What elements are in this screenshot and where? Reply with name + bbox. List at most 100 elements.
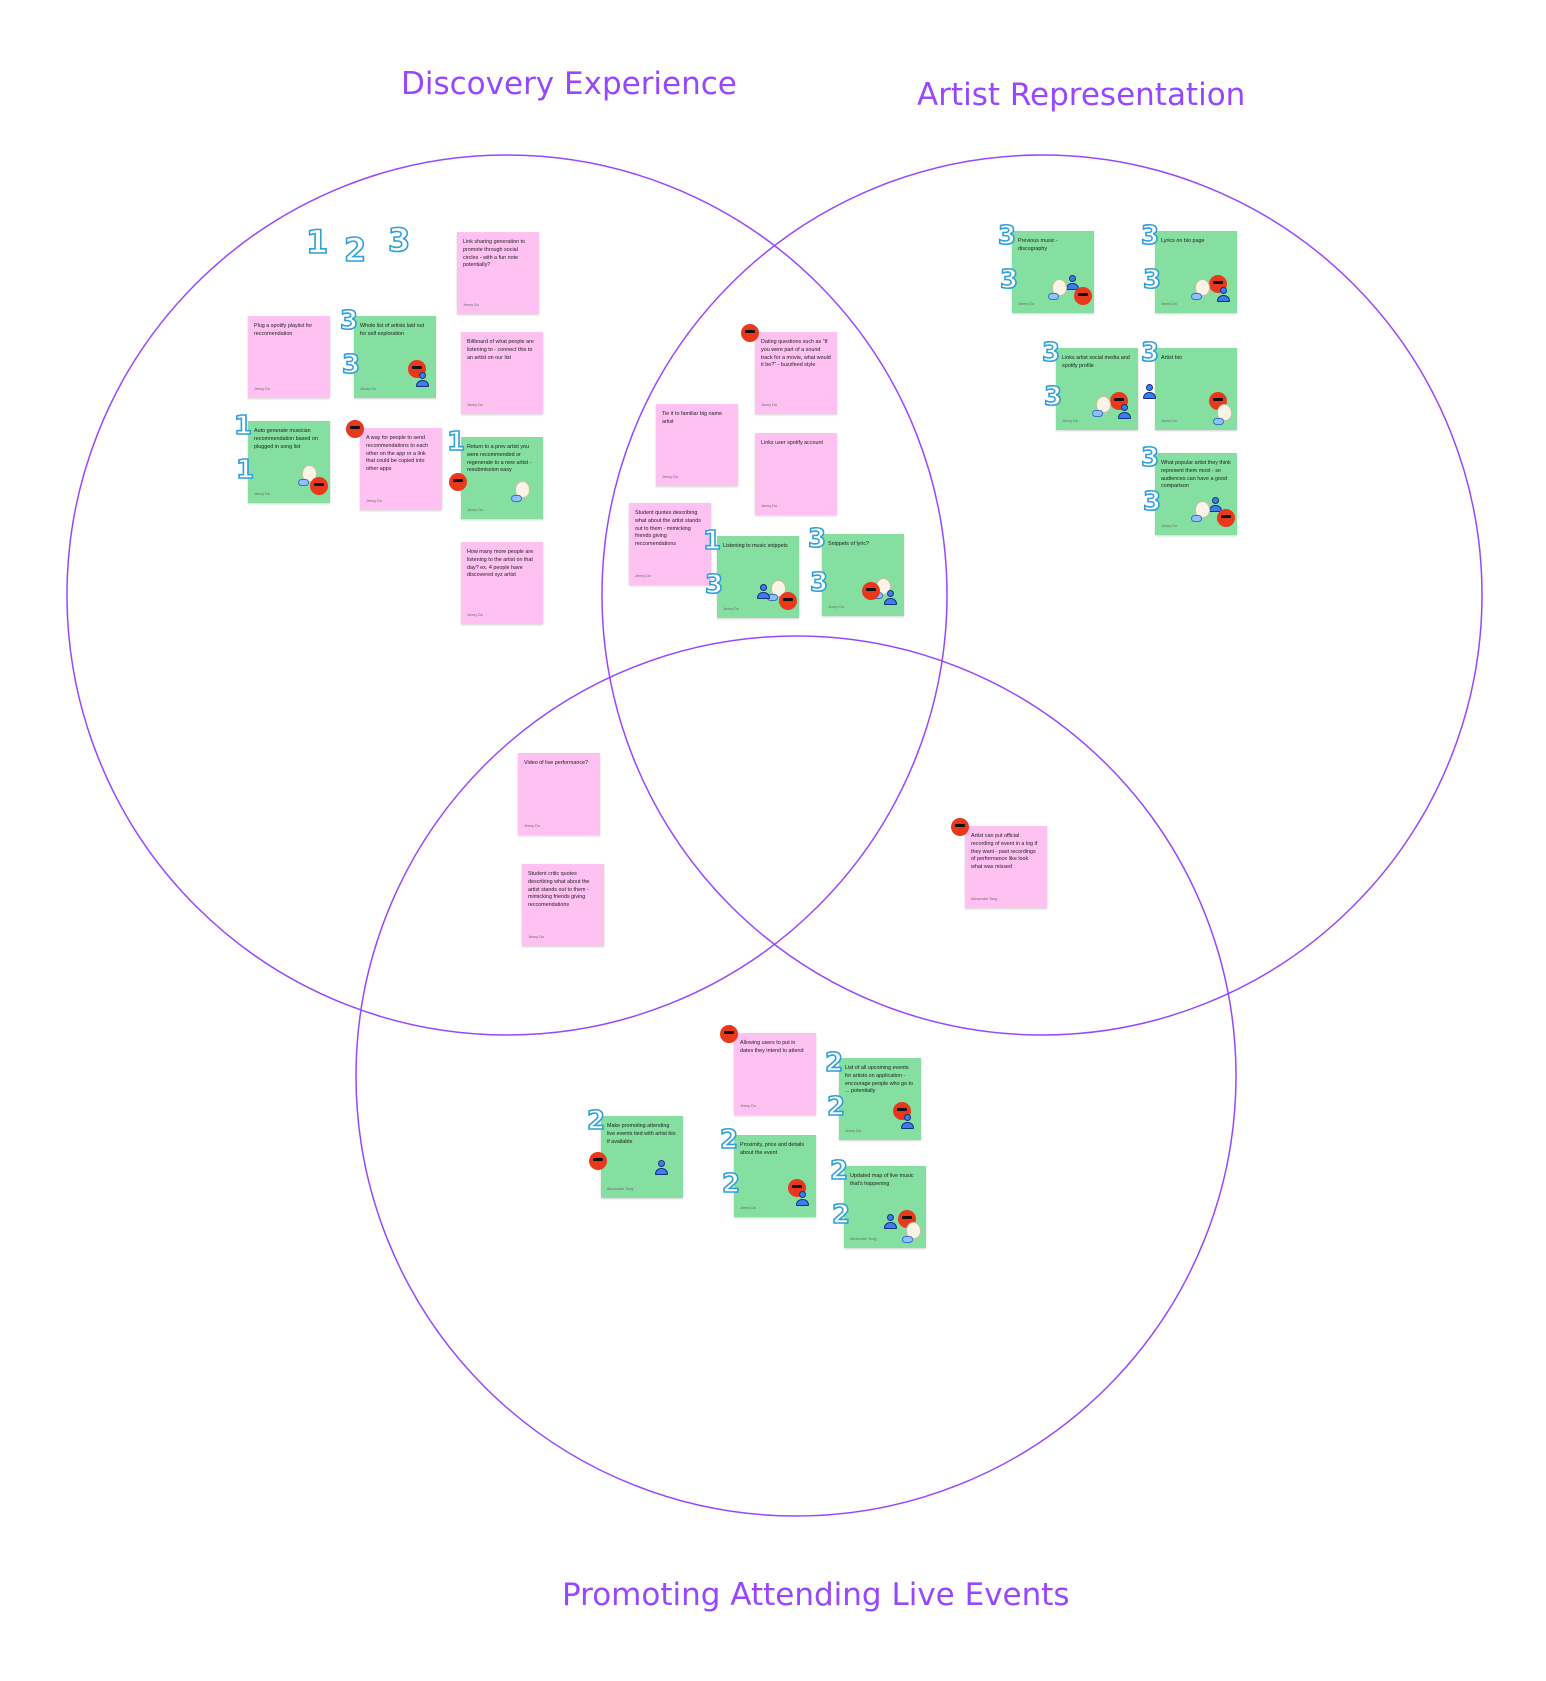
sticky-note-billboard[interactable]: Billboard of what people are listening t… bbox=[461, 332, 543, 414]
note-author: Jenny Do bbox=[1161, 419, 1178, 423]
note-text: What popular artist they think represent… bbox=[1161, 460, 1231, 490]
note-author: Jenny Do bbox=[366, 499, 383, 503]
circle-live bbox=[355, 635, 1237, 1517]
note-text: Updated map of live music that's happeni… bbox=[850, 1173, 914, 1187]
sticky-note-whole-list[interactable]: Whole list of artists laid out for self … bbox=[339, 307, 436, 398]
sticky-note-popular-artist[interactable]: What popular artist they think represent… bbox=[1140, 444, 1237, 535]
egg-sticker[interactable] bbox=[767, 580, 786, 601]
tomato-icon bbox=[1074, 287, 1092, 305]
egg-sticker[interactable] bbox=[1048, 279, 1067, 300]
note-author: Jenny Do bbox=[1018, 302, 1035, 306]
fresh-tomato-sticker[interactable] bbox=[779, 592, 797, 610]
sticky-note-student-quotes[interactable]: Student quotes describing what about the… bbox=[629, 503, 711, 585]
fresh-tomato-sticker[interactable] bbox=[862, 582, 880, 600]
sticky-note-link-sharing[interactable]: Link sharing generation to promote throu… bbox=[457, 232, 539, 314]
note-text: Allowing users to put in dates they inte… bbox=[740, 1040, 804, 1054]
note-author: Jenny Do bbox=[463, 303, 480, 307]
vote-1-sticker[interactable]: 1 bbox=[305, 223, 329, 261]
sticky-note-plug-playlist[interactable]: Plug a spotify playlist for reccomendati… bbox=[248, 316, 330, 398]
person-icon[interactable] bbox=[655, 1160, 668, 1175]
sticky-note-upcoming-events[interactable]: List of all upcoming events for artists … bbox=[824, 1049, 921, 1140]
fresh-tomato-sticker[interactable] bbox=[1209, 392, 1227, 410]
person-icon[interactable] bbox=[757, 584, 770, 599]
section-title-discovery: Discovery Experience bbox=[401, 66, 737, 102]
egg-sticker[interactable] bbox=[1191, 501, 1210, 522]
note-text: Snippets of lyric? bbox=[828, 541, 870, 547]
vote-2-sticker[interactable]: 2 bbox=[343, 231, 367, 269]
header-vote-stickers: 1 2 3 bbox=[302, 221, 422, 269]
person-icon[interactable] bbox=[1118, 404, 1131, 419]
note-text: A way for people to send recommendations… bbox=[366, 435, 429, 473]
section-title-live: Promoting Attending Live Events bbox=[562, 1577, 1070, 1613]
egg-sticker[interactable] bbox=[511, 481, 530, 502]
sticky-note-proximity-price[interactable]: Proximity, price and details about the e… bbox=[719, 1126, 816, 1217]
note-text: Make promoting attending live events tie… bbox=[607, 1123, 676, 1145]
fresh-tomato-sticker[interactable] bbox=[898, 1210, 916, 1228]
fresh-tomato-sticker[interactable] bbox=[1110, 392, 1128, 410]
tomato-icon bbox=[788, 1179, 806, 1197]
note-author: Jenny Do bbox=[723, 607, 740, 611]
sticky-note-return-prev[interactable]: Return to a prev artist you were recomme… bbox=[446, 428, 543, 519]
tomato-icon bbox=[1209, 392, 1227, 410]
circle-artist bbox=[601, 154, 1483, 1036]
person-icon[interactable] bbox=[901, 1114, 914, 1129]
egg-sticker[interactable] bbox=[1191, 279, 1210, 300]
note-text: Artist can put official recording of eve… bbox=[971, 833, 1038, 871]
note-author: Jenny Do bbox=[1161, 302, 1178, 306]
person-icon[interactable] bbox=[1066, 275, 1079, 290]
person-icon[interactable] bbox=[1209, 497, 1222, 512]
note-author: Jenny Do bbox=[828, 605, 845, 609]
person-icon[interactable] bbox=[1217, 287, 1230, 302]
sticky-note-official-recording[interactable]: Artist can put official recording of eve… bbox=[951, 818, 1047, 908]
egg-sticker[interactable] bbox=[1092, 396, 1111, 417]
fresh-tomato-sticker[interactable] bbox=[1209, 275, 1227, 293]
sticky-note-links-social[interactable]: Links artist social media and spotify pr… bbox=[1041, 339, 1138, 430]
person-icon[interactable] bbox=[884, 1214, 897, 1229]
sticky-note-allowing-dates[interactable]: Allowing users to put in dates they inte… bbox=[720, 1025, 816, 1115]
note-text: Video of live performance? bbox=[524, 760, 589, 766]
egg-sticker[interactable] bbox=[298, 465, 317, 486]
fresh-tomato-sticker[interactable] bbox=[408, 360, 426, 378]
fresh-tomato-sticker[interactable] bbox=[893, 1102, 911, 1120]
sticky-note-student-critic[interactable]: Student critic quotes describing what ab… bbox=[522, 864, 604, 946]
sticky-note-video-live[interactable]: Video of live performance?Jenny Do bbox=[518, 753, 600, 835]
tomato-icon bbox=[893, 1102, 911, 1120]
sticky-note-updated-map[interactable]: Updated map of live music that's happeni… bbox=[829, 1157, 926, 1248]
vote-3-sticker[interactable]: 3 bbox=[387, 221, 411, 259]
person-icon[interactable] bbox=[416, 372, 429, 387]
note-author: Alexander Tong bbox=[971, 897, 998, 901]
fresh-tomato-sticker[interactable] bbox=[310, 477, 328, 495]
note-author: Jenny Do bbox=[662, 475, 679, 479]
fresh-tomato-sticker[interactable] bbox=[1217, 509, 1235, 527]
person-icon[interactable] bbox=[884, 590, 897, 605]
sticky-note-auto-generate[interactable]: Auto generate musician recommendation ba… bbox=[233, 412, 330, 503]
person-icon[interactable] bbox=[796, 1191, 809, 1206]
note-author: Jenny Do bbox=[740, 1104, 757, 1108]
sticky-note-how-many[interactable]: How many more people are listening to th… bbox=[461, 542, 543, 624]
note-text: Lyrics on bio page bbox=[1161, 238, 1205, 244]
sticky-note-make-promoting[interactable]: Make promoting attending live events tie… bbox=[586, 1107, 683, 1198]
sticky-note-dating-questions[interactable]: Dating questions such as "if you were pa… bbox=[741, 324, 837, 414]
note-text: Whole list of artists laid out for self … bbox=[360, 323, 425, 337]
fresh-tomato-sticker[interactable] bbox=[788, 1179, 806, 1197]
tomato-icon bbox=[862, 582, 880, 600]
section-title-artist: Artist Representation bbox=[917, 77, 1246, 113]
egg-sticker[interactable] bbox=[1213, 404, 1232, 425]
tomato-icon bbox=[1209, 275, 1227, 293]
note-text: List of all upcoming events for artists … bbox=[845, 1065, 914, 1095]
note-text: Return to a prev artist you were recomme… bbox=[467, 444, 532, 474]
sticky-note-way-to-send[interactable]: A way for people to send recommendations… bbox=[346, 420, 442, 510]
egg-sticker[interactable] bbox=[902, 1222, 921, 1243]
fresh-tomato-sticker[interactable] bbox=[1074, 287, 1092, 305]
egg-sticker[interactable] bbox=[872, 578, 891, 599]
note-author: Jenny Do bbox=[635, 574, 652, 578]
